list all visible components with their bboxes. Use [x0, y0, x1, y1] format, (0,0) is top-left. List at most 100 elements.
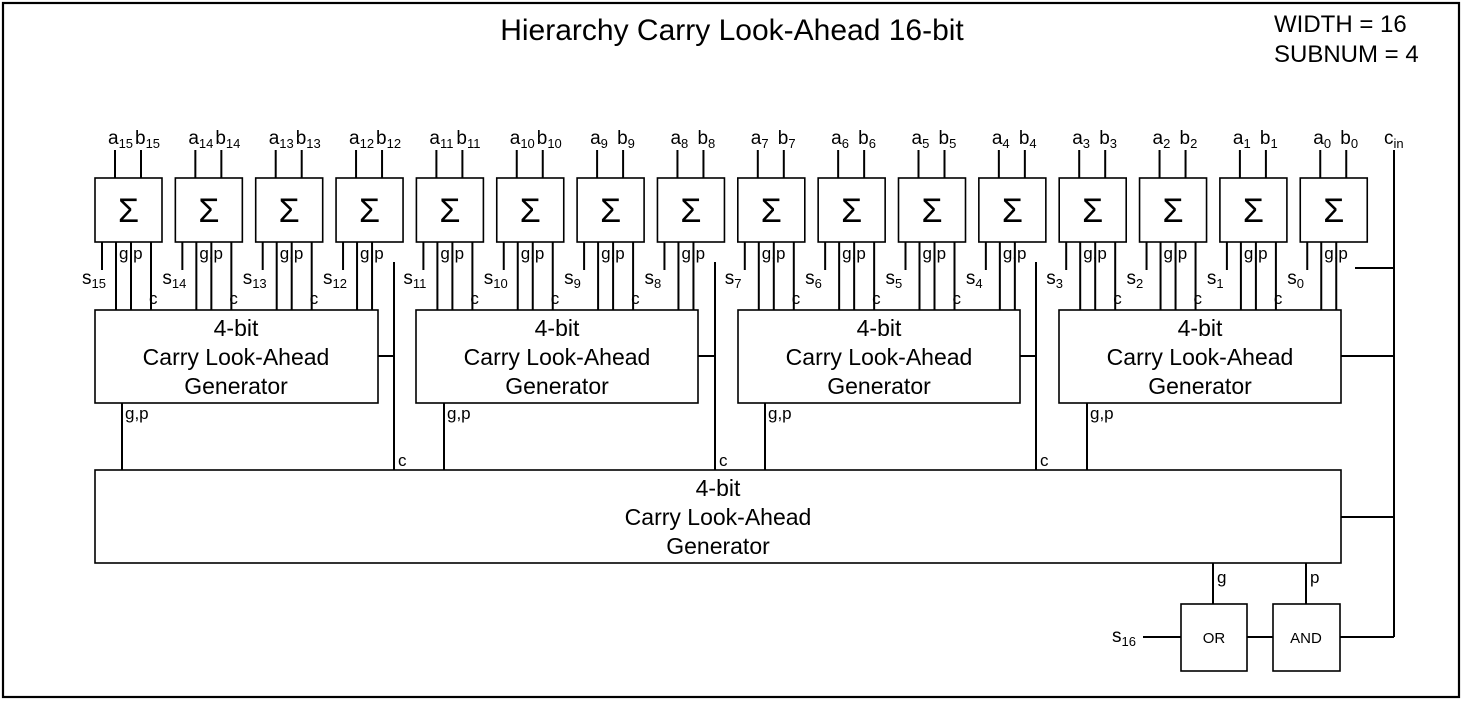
full-adder-box	[736, 177, 806, 243]
sigma-symbol: Σ	[921, 192, 942, 230]
gp-label: g,p	[768, 404, 792, 423]
io-base: s	[323, 268, 333, 289]
sigma-symbol: Σ	[1323, 192, 1344, 230]
io-label: a14	[188, 128, 213, 151]
io-label: b14	[215, 128, 240, 151]
io-index: 15	[92, 276, 106, 291]
cla-generator-box	[415, 309, 699, 404]
generator-label-line: 4-bit	[857, 315, 902, 341]
gp-label: g,p	[1083, 244, 1107, 263]
io-index: 7	[761, 136, 768, 151]
top-generator-label-line: Carry Look-Ahead	[625, 504, 812, 530]
io-label: s12	[323, 268, 347, 291]
io-index: 6	[869, 136, 876, 151]
full-adder-box	[1219, 177, 1288, 243]
io-index: 14	[172, 276, 186, 291]
io-base: s	[805, 268, 815, 289]
and-gate	[1272, 603, 1341, 672]
io-index: 9	[601, 136, 608, 151]
io-index: 13	[279, 136, 293, 151]
io-index: 3	[1083, 136, 1090, 151]
sigma-symbol: Σ	[841, 192, 862, 230]
carry-label: c	[719, 451, 728, 470]
gp-label: g,p	[280, 244, 304, 263]
io-index: 0	[1297, 276, 1304, 291]
io-base: a	[269, 128, 280, 149]
io-base: s	[725, 268, 735, 289]
io-label: s2	[1127, 268, 1144, 291]
io-label: b9	[617, 128, 635, 151]
io-base: b	[135, 128, 146, 149]
io-index: 8	[681, 136, 688, 151]
gp-label: g,p	[601, 244, 625, 263]
io-base: a	[590, 128, 601, 149]
io-base: s	[484, 268, 494, 289]
io-base: b	[456, 128, 467, 149]
io-index: 5	[922, 136, 929, 151]
io-index: 14	[226, 136, 240, 151]
generator-label-line: Generator	[505, 373, 609, 399]
io-base: s	[243, 268, 253, 289]
s16-label: s16	[1112, 626, 1136, 649]
full-adder-box	[495, 177, 565, 243]
gp-label: g,p	[521, 244, 545, 263]
io-base: b	[537, 128, 548, 149]
io-label: b12	[376, 128, 401, 151]
cin-bus: cin	[1340, 128, 1404, 638]
io-index: 0	[1351, 136, 1358, 151]
full-adder-box	[415, 177, 485, 243]
io-index: 8	[708, 136, 715, 151]
io-label: a11	[429, 128, 453, 151]
io-base: a	[670, 128, 681, 149]
cin-label: cin	[1384, 128, 1404, 151]
gp-label: g,p	[360, 244, 384, 263]
io-index: 2	[1190, 136, 1197, 151]
io-label: s14	[162, 268, 186, 291]
full-adder-box	[978, 177, 1047, 243]
generator-label-line: Carry Look-Ahead	[464, 344, 651, 370]
io-base: a	[429, 128, 440, 149]
io-index: 1	[1216, 276, 1223, 291]
cla-generator-box	[94, 309, 379, 404]
output-logic: g p OR AND s16	[1112, 563, 1341, 672]
sigma-symbol: Σ	[439, 192, 460, 230]
generator-label-line: 4-bit	[214, 315, 259, 341]
io-label: b3	[1099, 128, 1117, 151]
io-base: b	[617, 128, 628, 149]
io-index: 7	[734, 276, 741, 291]
sigma-symbol: Σ	[118, 192, 139, 230]
io-label: a8	[670, 128, 688, 151]
io-base: a	[108, 128, 119, 149]
io-index: 10	[547, 136, 561, 151]
io-index: 2	[1136, 276, 1143, 291]
io-label: b13	[296, 128, 321, 151]
io-label: s3	[1046, 268, 1063, 291]
io-base: s	[1207, 268, 1217, 289]
io-label: a10	[510, 128, 535, 151]
io-base: s	[1287, 268, 1297, 289]
io-index: 15	[119, 136, 133, 151]
io-index: 5	[895, 276, 902, 291]
gp-label: g,p	[842, 244, 866, 263]
io-base: s	[1046, 268, 1056, 289]
carry-label: c	[398, 451, 407, 470]
gp-label: g,p	[923, 244, 947, 263]
io-index: 4	[975, 276, 982, 291]
carry-label: c	[149, 289, 158, 308]
full-adder-box	[174, 177, 244, 243]
io-base: a	[188, 128, 199, 149]
generator-label-line: Generator	[184, 373, 288, 399]
io-label: b2	[1180, 128, 1198, 151]
io-base: b	[939, 128, 950, 149]
io-index: 2	[1163, 136, 1170, 151]
io-label: s11	[403, 268, 426, 291]
top-generator-label-line: 4-bit	[696, 475, 741, 501]
